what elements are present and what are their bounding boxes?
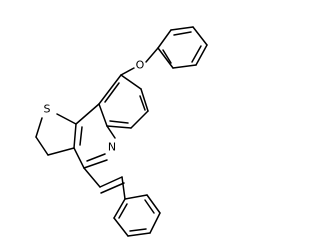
- double-bond: [162, 49, 172, 64]
- bond: [83, 159, 108, 169]
- phenoxy-phenyl-ring: [157, 26, 208, 69]
- oxygen-label: O: [136, 59, 145, 72]
- bond: [145, 47, 159, 63]
- bond: [113, 198, 126, 219]
- double-bond: [79, 126, 83, 146]
- bond: [56, 113, 77, 125]
- bond: [35, 117, 43, 138]
- bond: [98, 74, 122, 105]
- bond: [47, 147, 75, 156]
- double-bond: [173, 31, 192, 36]
- bond: [35, 136, 49, 156]
- bond: [113, 217, 129, 237]
- bond: [106, 125, 132, 129]
- bottom-phenyl-ring: [113, 194, 161, 237]
- double-bond: [191, 45, 202, 63]
- bond: [157, 47, 174, 69]
- bond: [140, 88, 149, 112]
- bond: [146, 194, 161, 214]
- double-bond: [139, 95, 146, 111]
- dihydrothiophene-ring: [35, 113, 77, 156]
- bond: [73, 147, 85, 169]
- bond: [120, 67, 135, 76]
- bond: [83, 167, 101, 188]
- bond: [73, 123, 77, 149]
- bond: [172, 64, 197, 69]
- bond: [99, 176, 123, 188]
- bond: [170, 26, 194, 31]
- bond: [98, 103, 108, 127]
- structure-canvas: O S N: [35, 26, 208, 237]
- double-bond: [144, 199, 155, 214]
- nitrogen-label: N: [108, 141, 116, 154]
- sulfur-label: S: [44, 103, 51, 116]
- double-bond: [118, 203, 128, 219]
- double-bond: [129, 228, 147, 232]
- double-bond: [86, 153, 106, 162]
- label-background: [106, 141, 118, 153]
- benzo-ring: [98, 74, 149, 129]
- double-bond: [109, 120, 129, 124]
- atom-sulfur: S: [41, 103, 53, 116]
- label-background: [41, 103, 53, 115]
- molecule-drawing: O S N: [35, 26, 208, 237]
- bond: [120, 74, 142, 90]
- double-bond: [100, 182, 125, 194]
- bond: [124, 194, 148, 200]
- bond: [127, 232, 151, 237]
- bond: [106, 125, 116, 139]
- styryl-linker: [83, 167, 126, 200]
- bond: [121, 176, 126, 200]
- bond: [75, 103, 100, 125]
- bond: [192, 26, 208, 46]
- bond: [195, 44, 208, 66]
- double-bond: [104, 82, 120, 103]
- bond: [157, 29, 172, 49]
- bond: [149, 212, 161, 234]
- label-background: [134, 59, 146, 71]
- bond: [130, 110, 149, 129]
- pyridine-ring: [73, 103, 116, 169]
- atom-nitrogen: N: [106, 141, 118, 154]
- atom-oxygen: O: [134, 59, 146, 72]
